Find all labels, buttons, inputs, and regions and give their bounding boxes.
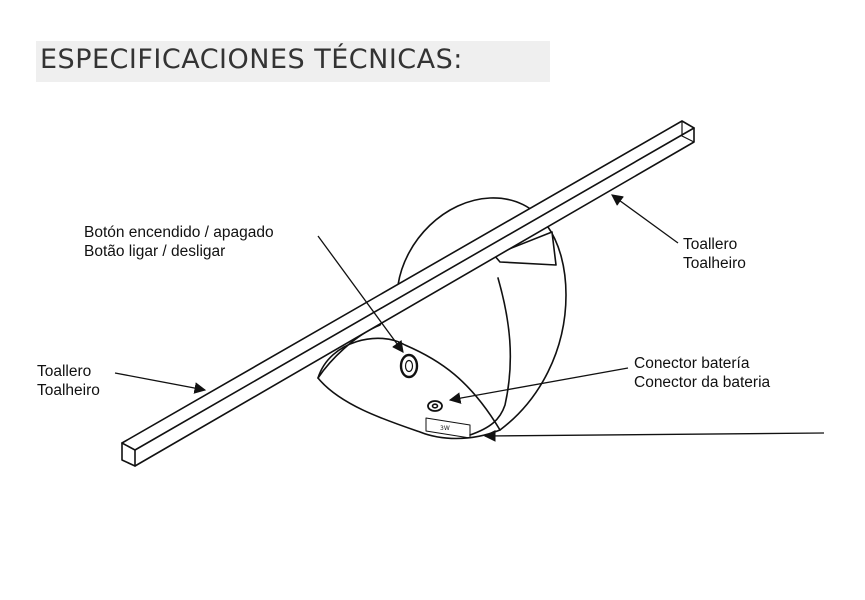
- rail-bracket: [493, 231, 557, 266]
- leader-label-sticker: [483, 430, 825, 442]
- leader-power-button: [317, 235, 404, 353]
- product-label-sticker: [425, 417, 471, 439]
- device-side-edge: [469, 277, 512, 436]
- power-button-label-pt: Botão ligar / desligar: [84, 243, 226, 260]
- power-button-icon: [399, 353, 419, 379]
- battery-connector-label-es: Conector batería: [634, 355, 750, 372]
- battery-connector-label: Conector batería Conector da bateria: [634, 354, 770, 392]
- power-button-label: Botón encendido / apagado Botão ligar / …: [84, 223, 274, 261]
- leader-towel-rail-right: [611, 194, 679, 244]
- battery-connector-label-pt: Conector da bateria: [634, 374, 771, 391]
- leader-battery-connector: [448, 367, 629, 404]
- towel-rail-left-label: Toallero Toalheiro: [37, 362, 100, 400]
- power-button-label-es: Botón encendido / apagado: [84, 224, 274, 241]
- title-background: [36, 41, 550, 82]
- battery-connector-icon: [427, 400, 443, 412]
- towel-rail-right-label: Toallero Toalheiro: [683, 235, 746, 273]
- towel-rail-left-label-pt: Toalheiro: [37, 382, 100, 399]
- towel-rail-right-label-es: Toallero: [683, 236, 738, 253]
- device-front-edge: [317, 337, 501, 431]
- towel-rail-left-label-es: Toallero: [37, 363, 92, 380]
- leader-towel-rail-left: [114, 372, 207, 394]
- towel-rail-right-label-pt: Toalheiro: [683, 255, 746, 272]
- device-wattage-text: 3W: [440, 425, 450, 432]
- page-title: ESPECIFICACIONES TÉCNICAS:: [40, 44, 463, 75]
